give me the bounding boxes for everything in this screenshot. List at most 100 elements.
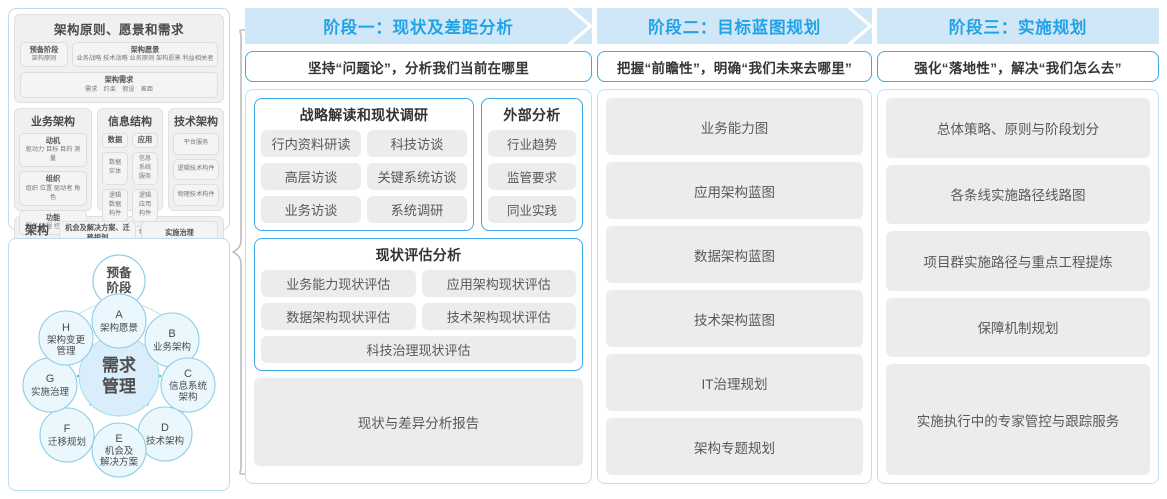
svg-text:A: A bbox=[115, 309, 123, 321]
list-item[interactable]: 总体策略、原则与阶段划分 bbox=[886, 98, 1150, 158]
cycle-node-h bbox=[38, 310, 94, 366]
implementation-item-list: 总体策略、原则与阶段划分 各条线实施路径线路图 项目群实施路径与重点工程提炼 保… bbox=[886, 98, 1150, 475]
list-item[interactable]: 应用架构现状评估 bbox=[421, 270, 576, 297]
list-item[interactable]: IT治理规划 bbox=[606, 354, 863, 411]
togaf-content-matrix: 架构原则、愿景和需求 预备阶段 架构原则 架构愿景 业务战略 技术战略 业务原则… bbox=[8, 8, 230, 260]
matrix-cell-title: 机会及解决方案、迁移规划 bbox=[65, 222, 130, 242]
card-title: 外部分析 bbox=[503, 107, 561, 123]
matrix-cell-sub: 信息系统服务 bbox=[138, 154, 152, 180]
list-item[interactable]: 各条线实施路径线路图 bbox=[886, 164, 1150, 224]
matrix-cell-title: 动机 bbox=[45, 135, 61, 145]
matrix-req-title: 架构需求 bbox=[104, 75, 134, 85]
phase-column-1: 阶段一：现状及差距分析 坚持“问题论”，分析我们当前在哪里 战略解读和现状调研 … bbox=[245, 8, 593, 491]
matrix-prep-cell: 预备阶段 架构原则 bbox=[20, 42, 68, 68]
list-item[interactable]: 技术架构现状评估 bbox=[421, 303, 576, 330]
list-item[interactable]: 行内资料研读 bbox=[261, 130, 361, 157]
matrix-cell-sub: 逻辑数据构件 bbox=[108, 191, 122, 217]
matrix-cell-sub: 驱动力 目标 目的 测量 bbox=[25, 146, 81, 163]
list-item[interactable]: 技术架构蓝图 bbox=[606, 290, 863, 347]
cycle-node-e bbox=[91, 422, 147, 478]
assessment-items: 业务能力现状评估 应用架构现状评估 数据架构现状评估 技术架构现状评估 bbox=[261, 270, 576, 330]
list-item[interactable]: 科技治理现状评估 bbox=[261, 336, 576, 363]
svg-text:迁移规划: 迁移规划 bbox=[48, 436, 86, 448]
cycle-node-a bbox=[91, 293, 147, 349]
matrix-cell-data: 数据 bbox=[102, 132, 128, 148]
svg-text:H: H bbox=[62, 322, 70, 334]
matrix-principles-band: 架构原则、愿景和需求 预备阶段 架构原则 架构愿景 业务战略 技术战略 业务原则… bbox=[14, 14, 224, 103]
list-item[interactable]: 数据架构现状评估 bbox=[261, 303, 416, 330]
bracket-connector bbox=[232, 29, 246, 475]
matrix-cell-logical-data: 逻辑数据构件 bbox=[102, 188, 128, 222]
svg-text:架构变更: 架构变更 bbox=[47, 334, 86, 346]
list-item[interactable]: 业务访谈 bbox=[261, 196, 361, 223]
matrix-cell-title: 功能 bbox=[45, 212, 61, 222]
phase-header-1: 阶段一：现状及差距分析 bbox=[245, 8, 593, 44]
svg-text:架构愿景: 架构愿景 bbox=[100, 322, 138, 334]
list-item[interactable]: 业务能力图 bbox=[606, 98, 863, 155]
list-item[interactable]: 实施执行中的专家管控与跟踪服务 bbox=[886, 364, 1150, 475]
matrix-vision-cell: 架构愿景 业务战略 技术战略 业务原则 架构愿景 利益相关者 bbox=[72, 42, 218, 68]
phase-body-2: 业务能力图 应用架构蓝图 数据架构蓝图 技术架构蓝图 IT治理规划 架构专题规划 bbox=[597, 89, 872, 484]
svg-text:D: D bbox=[161, 422, 169, 434]
gap-analysis-report-chip[interactable]: 现状与差异分析报告 bbox=[254, 378, 583, 466]
svg-text:实施治理: 实施治理 bbox=[31, 386, 70, 398]
phase-header-3: 阶段三：实施规划 bbox=[877, 8, 1159, 44]
cycle-node-c bbox=[160, 357, 216, 413]
list-item[interactable]: 应用架构蓝图 bbox=[606, 162, 863, 219]
svg-text:机会及: 机会及 bbox=[105, 445, 134, 457]
matrix-prep-line1: 预备阶段 bbox=[29, 45, 59, 54]
matrix-column-business: 业务架构 动机 驱动力 目标 目的 测量 组织 组织 位置 驱动者 角色 功能 bbox=[14, 107, 92, 236]
matrix-cell-application: 应用 bbox=[132, 132, 158, 148]
matrix-column-title: 信息结构 bbox=[108, 115, 152, 128]
card-title: 现状评估分析 bbox=[375, 247, 462, 263]
matrix-band-title: 架构原则、愿景和需求 bbox=[53, 23, 184, 37]
list-item[interactable]: 业务能力现状评估 bbox=[261, 270, 416, 297]
list-item[interactable]: 关键系统访谈 bbox=[367, 163, 467, 190]
svg-text:信息系统: 信息系统 bbox=[169, 380, 208, 392]
phase-column-3: 阶段三：实施规划 强化“落地性”，解决“我们怎么去” 总体策略、原则与阶段划分 … bbox=[877, 8, 1159, 491]
phase-subtitle-3: 强化“落地性”，解决“我们怎么去” bbox=[877, 51, 1159, 82]
matrix-cell-is-service: 信息系统服务 bbox=[132, 151, 158, 185]
card-title: 战略解读和现状调研 bbox=[299, 107, 429, 123]
strategy-items: 行内资料研读 科技访谈 高层访谈 关键系统访谈 业务访谈 系统调研 bbox=[261, 130, 467, 223]
list-item[interactable]: 数据架构蓝图 bbox=[606, 226, 863, 283]
matrix-cell-physical-tech: 物理技术构件 bbox=[173, 184, 219, 206]
current-state-assessment-card: 现状评估分析 业务能力现状评估 应用架构现状评估 数据架构现状评估 技术架构现状… bbox=[254, 238, 583, 371]
cycle-center-line1: 需求 bbox=[102, 355, 136, 375]
svg-text:G: G bbox=[46, 373, 55, 385]
matrix-prep-line2: 架构原则 bbox=[31, 55, 57, 63]
list-item[interactable]: 项目群实施路径与重点工程提炼 bbox=[886, 231, 1150, 291]
matrix-cell-title: 实施治理 bbox=[165, 228, 194, 238]
list-item[interactable]: 监管要求 bbox=[488, 163, 576, 190]
list-item[interactable]: 系统调研 bbox=[367, 196, 467, 223]
svg-text:C: C bbox=[184, 368, 192, 380]
list-item[interactable]: 科技访谈 bbox=[367, 130, 467, 157]
phase-subtitle-1: 坚持“问题论”，分析我们当前在哪里 bbox=[245, 51, 592, 82]
matrix-cell-sub: 逻辑应用构件 bbox=[138, 191, 152, 217]
list-item[interactable]: 保障机制规划 bbox=[886, 297, 1150, 357]
matrix-column-title: 技术架构 bbox=[174, 115, 218, 128]
matrix-cell-platform-service: 平台服务 bbox=[173, 132, 219, 155]
external-items: 行业趋势 监管要求 同业实践 bbox=[488, 130, 576, 223]
togaf-reference-column: 架构原则、愿景和需求 预备阶段 架构原则 架构愿景 业务战略 技术战略 业务原则… bbox=[8, 8, 230, 491]
cycle-prep-line2: 阶段 bbox=[106, 280, 132, 295]
phase-subtitle-2: 把握“前瞻性”，明确“我们未来去哪里” bbox=[597, 51, 872, 82]
phase-header-2: 阶段二：目标蓝图规划 bbox=[597, 8, 873, 44]
matrix-req-items: 需求 约束 假设 差距 bbox=[84, 85, 154, 93]
svg-text:解决方案: 解决方案 bbox=[100, 456, 139, 468]
matrix-cell-sub: 逻辑技术构件 bbox=[177, 164, 215, 172]
matrix-cell-logical-app: 逻辑应用构件 bbox=[132, 188, 158, 222]
list-item[interactable]: 行业趋势 bbox=[488, 130, 576, 157]
list-item[interactable]: 高层访谈 bbox=[261, 163, 361, 190]
matrix-cell-sub: 服务 流程 控制 功能 bbox=[25, 223, 81, 231]
phase-header-label: 阶段一：现状及差距分析 bbox=[323, 19, 514, 37]
list-item[interactable]: 同业实践 bbox=[488, 196, 576, 223]
matrix-column-title: 业务架构 bbox=[31, 115, 75, 128]
svg-text:F: F bbox=[64, 423, 71, 435]
phase-column-2: 阶段二：目标蓝图规划 把握“前瞻性”，明确“我们未来去哪里” 业务能力图 应用架… bbox=[597, 8, 873, 491]
list-item[interactable]: 架构专题规划 bbox=[606, 418, 863, 475]
strategy-research-card: 战略解读和现状调研 行内资料研读 科技访谈 高层访谈 关键系统访谈 业务访谈 系… bbox=[254, 98, 474, 231]
matrix-column-technology: 技术架构 平台服务 逻辑技术构件 物理技术构件 bbox=[168, 107, 224, 211]
phase-body-3: 总体策略、原则与阶段划分 各条线实施路径线路图 项目群实施路径与重点工程提炼 保… bbox=[877, 89, 1159, 484]
